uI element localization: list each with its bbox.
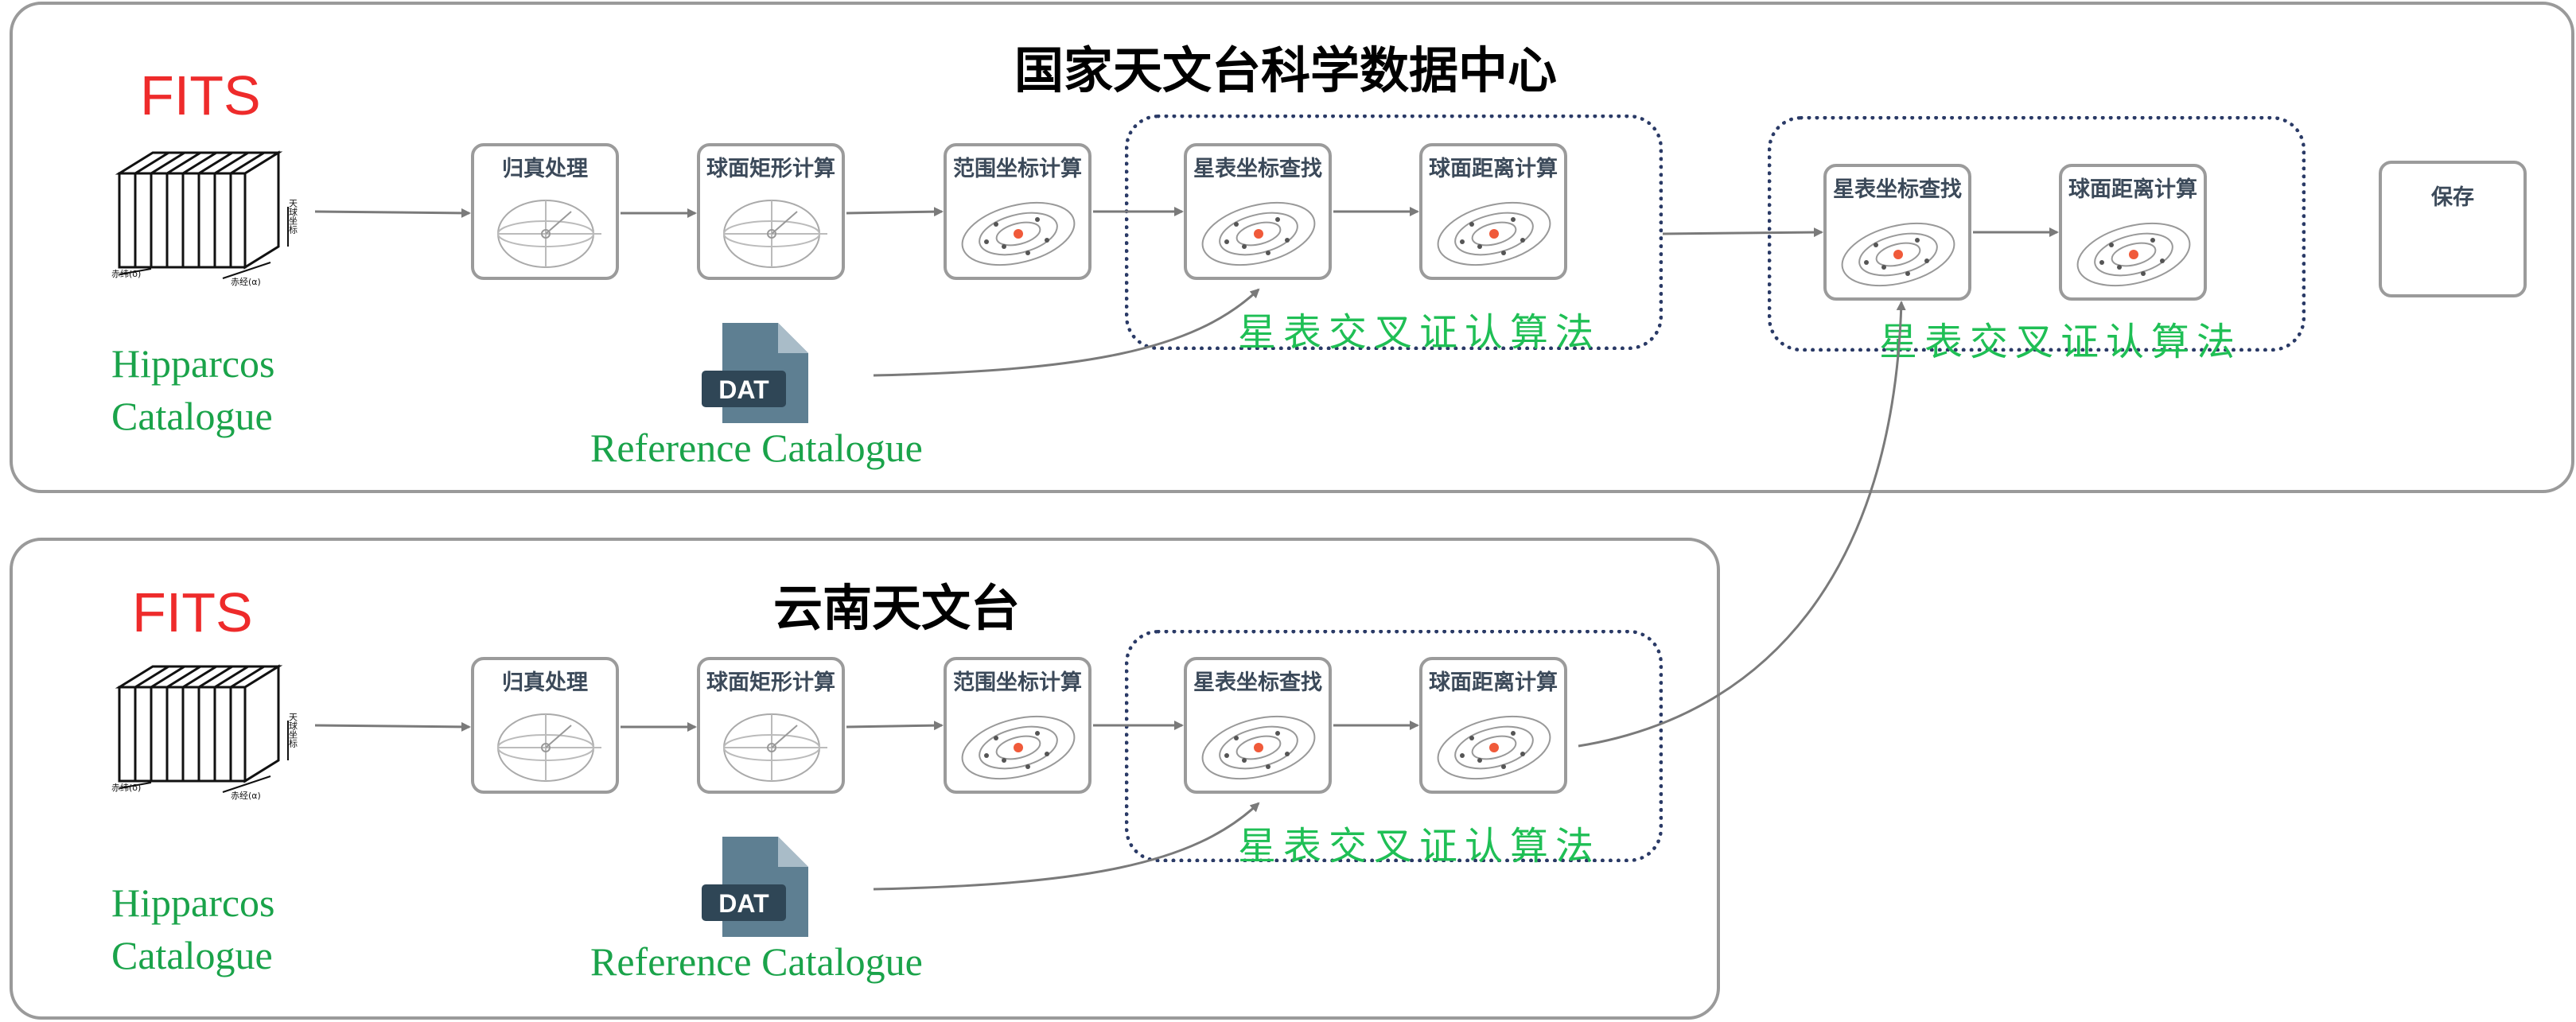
- star-orbit-icon: [2076, 222, 2191, 287]
- fits-cube-icon: 天球坐标 赤经(α) 赤纬(δ): [111, 664, 298, 800]
- crossmatch-algorithm-label: 星表交叉证认算法: [1238, 310, 1601, 355]
- step-gui-zhen[interactable]: 归真处理: [471, 657, 619, 794]
- cube-axis-label: 天球坐标: [288, 199, 298, 235]
- arrow: [873, 802, 1260, 891]
- arrow: [846, 721, 944, 731]
- cube-axis-label: 赤纬(δ): [111, 269, 141, 279]
- merge-step-spherical-distance[interactable]: 球面距离计算: [2059, 164, 2207, 301]
- star-orbit-icon: [961, 715, 1076, 780]
- dat-file-icon: DAT: [702, 837, 808, 937]
- cube-axis-label: 赤纬(δ): [111, 783, 141, 793]
- step-spherical-distance[interactable]: 球面距离计算: [1419, 657, 1567, 794]
- step-range-coord[interactable]: 范围坐标计算: [944, 143, 1091, 280]
- arrow: [1578, 301, 1906, 748]
- merge-algorithm-label: 星表交叉证认算法: [1879, 320, 2243, 364]
- step-gui-zhen[interactable]: 归真处理: [471, 143, 619, 280]
- step-spherical-rect[interactable]: 球面矩形计算: [697, 657, 845, 794]
- step-spherical-rect[interactable]: 球面矩形计算: [697, 143, 845, 280]
- star-orbit-icon: [1201, 201, 1316, 266]
- sphere-icon: [723, 200, 827, 268]
- hipparcos-catalogue-label: Hipparcos Catalogue: [111, 880, 275, 977]
- cube-axis-label: 赤经(α): [231, 277, 261, 286]
- step-range-coord[interactable]: 范围坐标计算: [944, 657, 1091, 794]
- merge-step-catalog-lookup[interactable]: 星表坐标查找: [1823, 164, 1971, 301]
- sphere-icon: [497, 200, 601, 268]
- step-catalog-lookup[interactable]: 星表坐标查找: [1184, 657, 1332, 794]
- dat-label: DAT: [718, 889, 769, 918]
- step-catalog-lookup[interactable]: 星表坐标查找: [1184, 143, 1332, 280]
- fits-label: FITS: [140, 64, 261, 126]
- arrow: [1662, 227, 1823, 238]
- fits-label: FITS: [132, 581, 253, 643]
- star-orbit-icon: [1841, 222, 1955, 287]
- star-orbit-icon: [1437, 715, 1551, 780]
- cube-axis-label: 天球坐标: [288, 713, 298, 748]
- panel-title: 云南天文台: [773, 579, 1021, 637]
- crossmatch-group: [1125, 115, 1663, 350]
- star-orbit-icon: [1437, 201, 1551, 266]
- panel-title: 国家天文台科学数据中心: [1014, 41, 1558, 99]
- save-step[interactable]: 保存: [2379, 161, 2527, 297]
- crossmatch-algorithm-label: 星表交叉证认算法: [1238, 824, 1601, 869]
- crossmatch-group: [1125, 630, 1663, 862]
- reference-catalogue-label: Reference Catalogue: [590, 939, 923, 984]
- dat-file-icon: DAT: [702, 323, 808, 423]
- arrow: [314, 721, 471, 732]
- fits-cube-icon: 天球坐标 赤经(α) 赤纬(δ): [111, 150, 298, 286]
- star-orbit-icon: [961, 201, 1076, 266]
- step-spherical-distance[interactable]: 球面距离计算: [1419, 143, 1567, 280]
- arrow: [846, 207, 944, 217]
- hipparcos-catalogue-label: Hipparcos Catalogue: [111, 341, 275, 438]
- dat-label: DAT: [718, 375, 769, 404]
- arrow: [873, 288, 1260, 377]
- reference-catalogue-label: Reference Catalogue: [590, 426, 923, 470]
- sphere-icon: [723, 713, 827, 782]
- star-orbit-icon: [1201, 715, 1316, 780]
- arrow: [314, 208, 471, 218]
- cube-axis-label: 赤经(α): [231, 791, 261, 800]
- sphere-icon: [497, 713, 601, 782]
